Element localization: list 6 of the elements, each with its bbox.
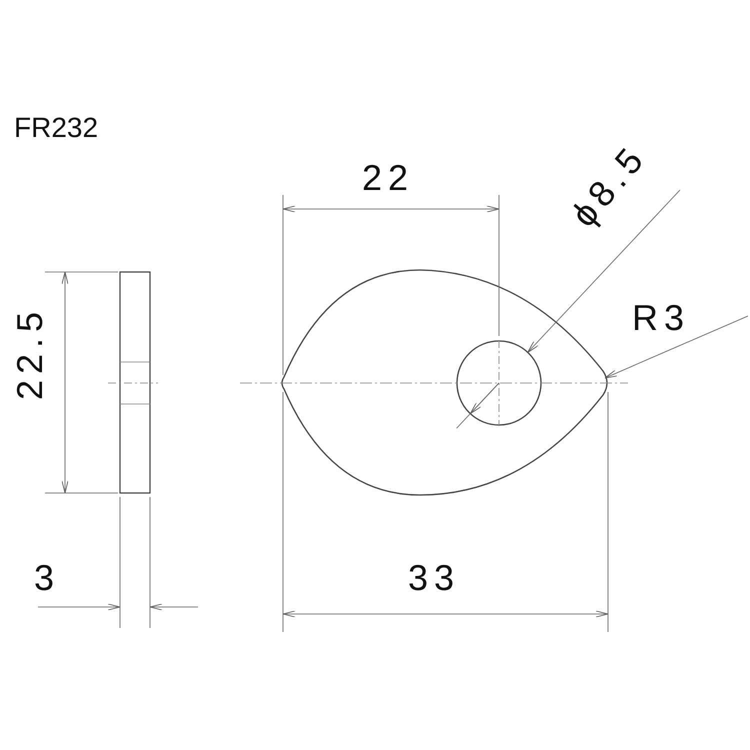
dimension-label: 22.5 xyxy=(12,306,48,400)
dimension-label: 22 xyxy=(362,160,414,196)
dimension-label: 3 xyxy=(34,560,60,596)
dimension-label: 33 xyxy=(408,560,460,596)
part-number: FR232 xyxy=(14,112,98,144)
dimension-label: R3 xyxy=(632,300,690,336)
